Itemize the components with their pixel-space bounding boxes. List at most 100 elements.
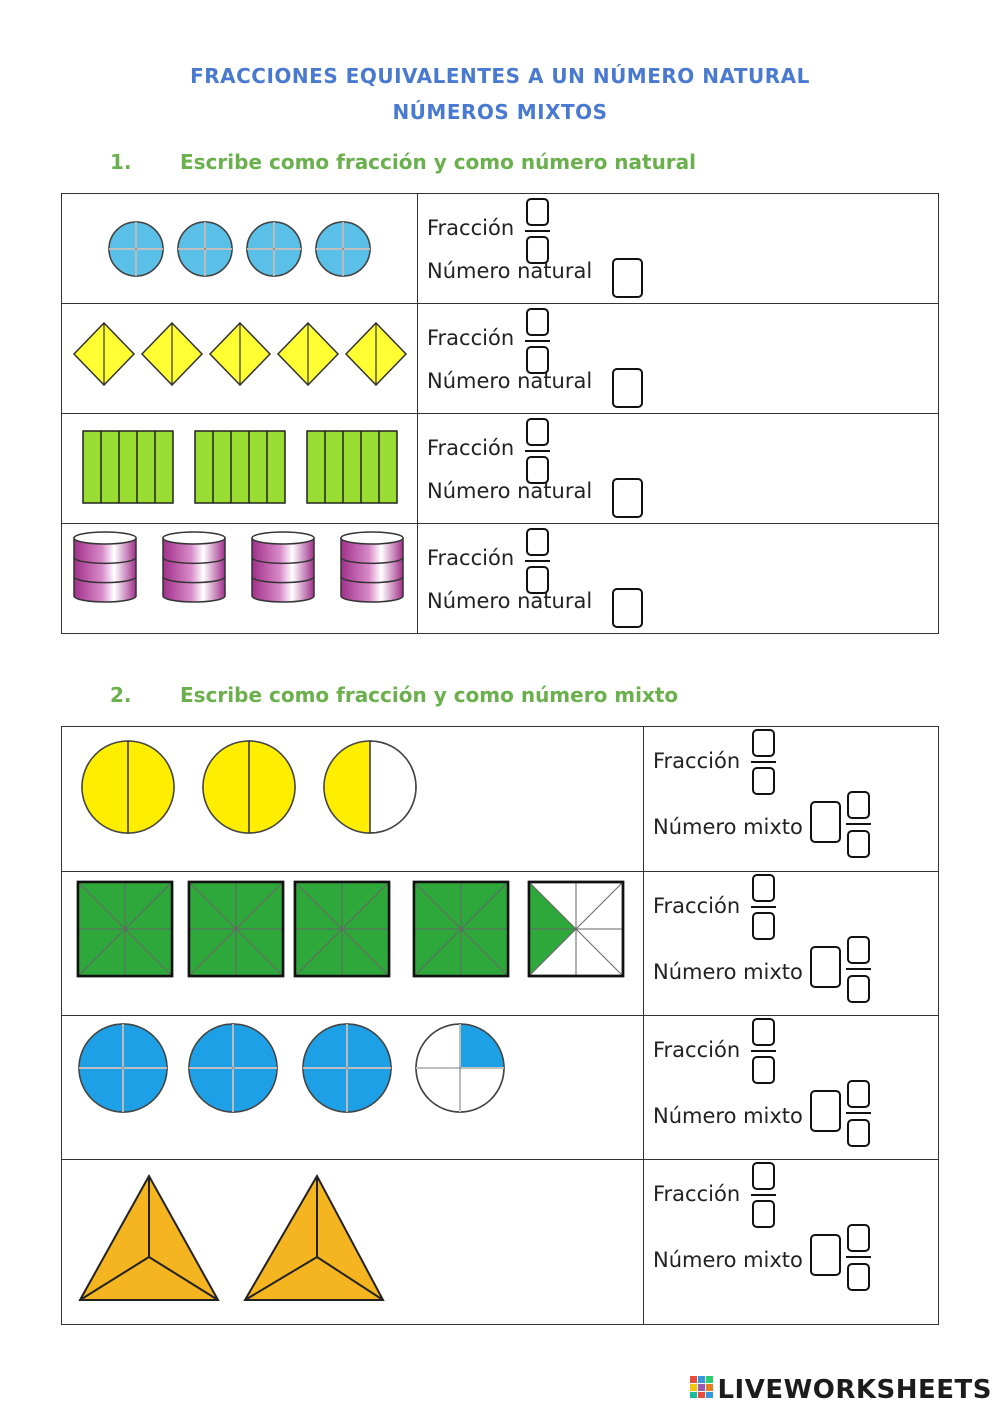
numerator-input[interactable]: [752, 729, 775, 757]
mixed-denominator-input[interactable]: [847, 1119, 870, 1147]
quarter-circle-figure: [188, 1023, 278, 1113]
quarter-circle-figure: [415, 1023, 505, 1113]
numerator-input[interactable]: [752, 1018, 775, 1046]
denominator-input[interactable]: [752, 912, 775, 940]
section2-figures: [62, 727, 643, 871]
numerator-input[interactable]: [752, 1162, 775, 1190]
fraction-bar: [751, 761, 776, 763]
denominator-input[interactable]: [526, 456, 549, 484]
section1-instruction: Escribe como fracción y como número natu…: [180, 150, 697, 174]
section1-figure-cell: [61, 193, 418, 304]
diamond-figure: [344, 321, 408, 387]
numerator-input[interactable]: [526, 418, 549, 446]
circle-figure: [315, 221, 371, 277]
natural-number-input[interactable]: [612, 478, 643, 518]
section2-figure-cell: [61, 871, 644, 1016]
section2-figures-svg: [78, 1023, 505, 1113]
section1-heading: 1.Escribe como fracción y como número na…: [110, 150, 696, 174]
fraction-bar: [525, 560, 550, 562]
fraction-bar: [846, 1256, 871, 1258]
rectangle-figure: [306, 430, 398, 504]
circle-figure: [246, 221, 302, 277]
mixed-number-label: Número mixto: [653, 815, 803, 839]
cylinder-figure: [251, 531, 315, 603]
section2-number: 2.: [110, 683, 132, 707]
mixed-numerator-input[interactable]: [847, 1080, 870, 1108]
half-circle-figure: [323, 740, 417, 834]
section1-figure-cell: [61, 303, 418, 414]
denominator-input[interactable]: [752, 767, 775, 795]
mixed-numerator-input[interactable]: [847, 791, 870, 819]
quarter-circle-figure: [78, 1023, 168, 1113]
half-circle-figure: [81, 740, 175, 834]
fraction-label: Fracción: [653, 1182, 741, 1206]
fraction-label: Fracción: [427, 216, 515, 240]
whole-number-input[interactable]: [810, 801, 841, 843]
section2-figures: [62, 872, 643, 1015]
fraction-label: Fracción: [653, 894, 741, 918]
whole-number-input[interactable]: [810, 1090, 841, 1132]
natural-number-input[interactable]: [612, 588, 643, 628]
natural-number-input[interactable]: [612, 258, 643, 298]
section1-figures-svg: [73, 531, 404, 603]
fraction-label: Fracción: [653, 749, 741, 773]
denominator-input[interactable]: [526, 566, 549, 594]
natural-number-label: Número natural: [427, 259, 593, 283]
fraction-label: Fracción: [427, 326, 515, 350]
worksheet-title-line2: NÚMEROS MIXTOS: [392, 100, 608, 124]
triangle-figure: [78, 1173, 220, 1301]
natural-number-input[interactable]: [612, 368, 643, 408]
cylinder-figure: [73, 531, 137, 603]
diamond-figure: [72, 321, 136, 387]
whole-number-input[interactable]: [810, 946, 841, 988]
circle-figure: [177, 221, 233, 277]
denominator-input[interactable]: [526, 346, 549, 374]
section2-figures: [62, 1016, 643, 1159]
denominator-input[interactable]: [526, 236, 549, 264]
natural-number-label: Número natural: [427, 479, 593, 503]
numerator-input[interactable]: [526, 308, 549, 336]
diamond-figure: [208, 321, 272, 387]
triangle-figure: [243, 1173, 385, 1301]
numerator-input[interactable]: [526, 198, 549, 226]
liveworksheets-logo-text: LIVEWORKSHEETS: [717, 1374, 992, 1405]
section2-figure-cell: [61, 1159, 644, 1325]
numerator-input[interactable]: [752, 874, 775, 902]
fraction-bar: [525, 340, 550, 342]
section1-figures: [62, 524, 417, 633]
numerator-input[interactable]: [526, 528, 549, 556]
mixed-numerator-input[interactable]: [847, 936, 870, 964]
half-circle-figure: [202, 740, 296, 834]
quarter-circle-figure: [302, 1023, 392, 1113]
mixed-numerator-input[interactable]: [847, 1224, 870, 1252]
fraction-bar: [846, 823, 871, 825]
mixed-denominator-input[interactable]: [847, 1263, 870, 1291]
denominator-input[interactable]: [752, 1056, 775, 1084]
section2-heading: 2.Escribe como fracción y como número mi…: [110, 683, 678, 707]
natural-number-label: Número natural: [427, 589, 593, 613]
liveworksheets-logo-icon: [690, 1375, 714, 1405]
section2-figures: [62, 1160, 643, 1324]
mixed-denominator-input[interactable]: [847, 830, 870, 858]
circle-figure: [108, 221, 164, 277]
section2-figure-cell: [61, 726, 644, 872]
fraction-bar: [751, 1050, 776, 1052]
denominator-input[interactable]: [752, 1200, 775, 1228]
whole-number-input[interactable]: [810, 1234, 841, 1276]
diamond-figure: [140, 321, 204, 387]
mixed-number-label: Número mixto: [653, 1248, 803, 1272]
mixed-denominator-input[interactable]: [847, 975, 870, 1003]
